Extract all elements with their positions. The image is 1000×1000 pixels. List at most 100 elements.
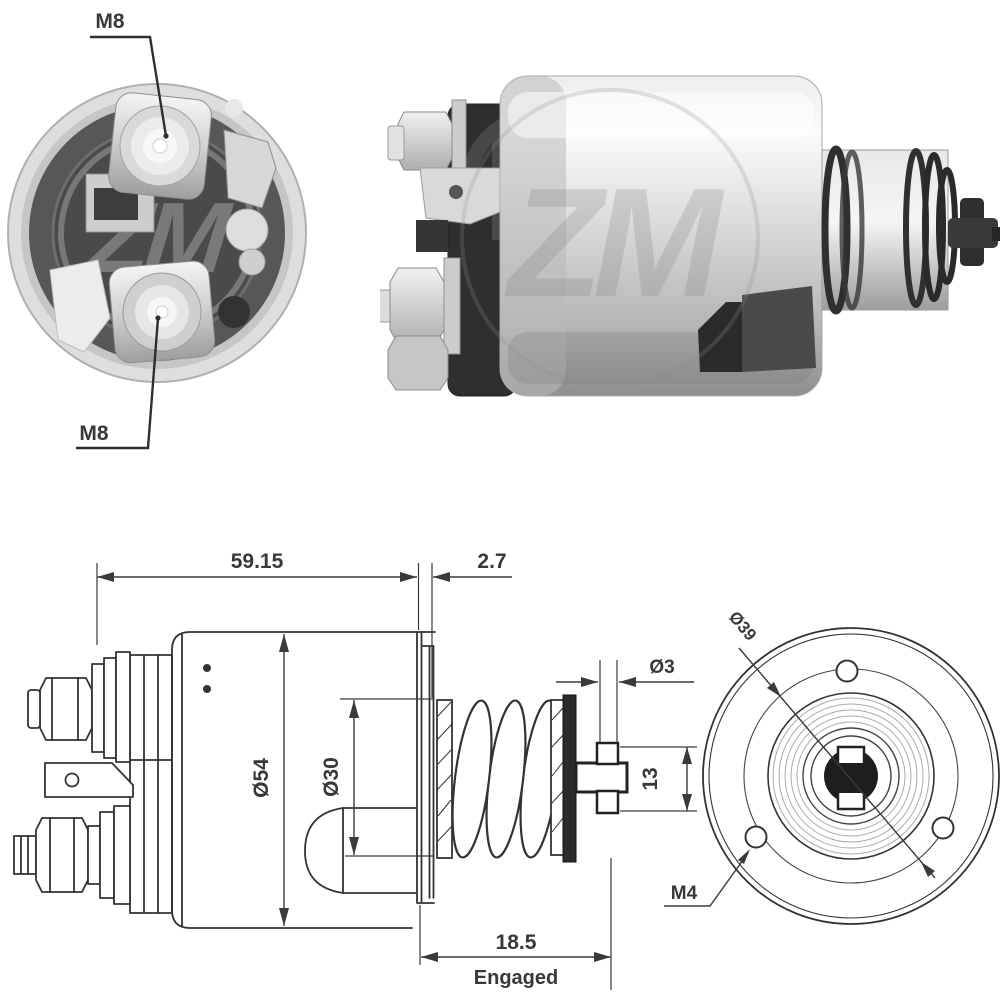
m8-callout-bottom: M8 <box>76 315 161 450</box>
dim-dia30-ext <box>340 698 434 857</box>
dim-18-5-arrow-left <box>421 952 438 962</box>
drawing-pin-bottom <box>595 789 620 815</box>
cap-hardware <box>49 99 277 353</box>
right-stud-small <box>238 248 266 276</box>
end-view-outer-circle2 <box>708 633 994 919</box>
shaft-pin-tip <box>992 227 1000 241</box>
drawing-bottom-shank <box>13 835 37 875</box>
dim-13-arrow-top <box>682 747 692 764</box>
drawing-bottom-threads <box>20 835 29 875</box>
drawing-dot-2 <box>203 685 211 693</box>
drawing-bottom-nut <box>35 817 89 893</box>
zm-watermark-side-text: ZM <box>504 156 725 329</box>
drawing-top-nut-facets <box>51 677 79 741</box>
dim-dia3-arrow-right <box>619 677 636 687</box>
upper-terminal <box>108 92 212 200</box>
dim-13: 13 <box>620 746 697 812</box>
zm-watermark-side-ring <box>460 88 760 388</box>
dim-dia39-label: Ø39 <box>725 608 760 645</box>
drawing-front-rim <box>416 631 435 904</box>
zm-watermark-side: ZM <box>460 88 760 388</box>
spring-front-hatch <box>436 701 453 843</box>
upper-terminal-tip <box>152 138 168 154</box>
dim-dia30-arrow-top <box>349 700 359 718</box>
dim-13-arrow-bottom <box>682 794 692 811</box>
dim-dia30-label: Ø30 <box>320 757 343 797</box>
end-view-knurl <box>772 697 930 855</box>
drawing-top-plate3 <box>115 651 131 763</box>
drawing-body-bottom <box>171 909 413 929</box>
body-left-shade <box>500 76 566 396</box>
dim-dia54-label: Ø54 <box>250 758 273 798</box>
m8-top-label: M8 <box>95 10 124 33</box>
drawing-bottom-plate1 <box>99 811 115 899</box>
bottom-stud-nut <box>389 267 445 345</box>
drawing-bottom-nut-facets <box>49 817 75 893</box>
top-stud-washer <box>387 125 405 161</box>
bottom-stud-shank <box>380 289 391 323</box>
m8-top-leader-end <box>163 133 169 139</box>
drawing-end-plate <box>562 694 577 863</box>
drawing-cap-column <box>129 654 173 914</box>
spring-end-hatch <box>550 707 565 833</box>
dim-59-15: 59.15 <box>96 550 420 645</box>
m8-bottom-leader <box>76 317 160 450</box>
spring-ring-4 <box>922 152 946 302</box>
drawing-bracket-tab <box>44 762 134 798</box>
spring-ring-2 <box>839 149 865 311</box>
drawing-plunger-dome <box>304 807 344 894</box>
end-view-hole-left <box>744 825 768 849</box>
drawing-body <box>171 631 436 929</box>
right-stud <box>225 208 269 252</box>
m4-leader <box>664 852 749 907</box>
m8-top-leader <box>90 35 168 137</box>
end-view-hole-right <box>931 816 955 840</box>
spring-coil-1 <box>451 699 493 859</box>
drawing-shaft <box>562 694 629 863</box>
dark-tab <box>416 220 448 252</box>
dim-dia3-arrow-left <box>581 677 598 687</box>
lower-terminal-tip <box>155 305 169 319</box>
dim-dia3: Ø3 <box>556 657 694 743</box>
m4-leader-arrow <box>738 849 750 864</box>
right-bracket <box>223 129 277 209</box>
drawing-cap-lines <box>129 654 173 914</box>
top-stud-nut <box>397 111 453 171</box>
body-highlight <box>508 92 814 138</box>
rear-cap-lower <box>448 240 508 390</box>
drawing-shaft-rect <box>574 761 629 794</box>
spring-end-bar <box>550 699 565 856</box>
dim-59-15-label: 59.15 <box>231 550 284 573</box>
m4-callout: M4 <box>664 849 750 907</box>
dim-dia39-arrow-bottom <box>921 862 935 877</box>
spring-front-bar <box>436 699 453 859</box>
drawing-side-view: 59.15 2.7 Ø54 Ø30 <box>13 550 697 990</box>
dark-bolt <box>218 296 250 328</box>
lower-left-contact <box>49 259 111 353</box>
end-view-shaft-nut <box>830 763 872 793</box>
dim-18-5: 18.5 Engaged <box>419 858 612 990</box>
dim-dia30-arrow-bottom <box>349 837 359 855</box>
mount-bracket-hole <box>449 185 463 199</box>
lower-terminal <box>108 260 216 364</box>
drawing-pin-top <box>595 741 620 766</box>
m4-label: M4 <box>671 883 698 904</box>
end-view-hole-top <box>835 659 859 683</box>
body-black-wedge <box>698 302 742 372</box>
solenoid-body <box>499 75 823 397</box>
dim-dia3-ext <box>599 660 618 743</box>
drawing-body-top <box>171 631 436 651</box>
dim-dia54-arrow-top <box>279 634 289 652</box>
spring-ring-1 <box>821 145 851 315</box>
dim-2-7-arrow <box>433 572 450 582</box>
dim-dia30: Ø30 <box>320 698 434 857</box>
drawing-spring <box>436 699 565 859</box>
drawing-plunger-lines <box>342 807 418 894</box>
engaged-label: Engaged <box>474 967 558 989</box>
drawing-dot-1 <box>203 664 211 672</box>
dim-59-15-arrow-left <box>97 572 114 582</box>
end-cap-photo: ZM M <box>7 10 307 450</box>
m8-callout-top: M8 <box>90 10 169 139</box>
drawing-top-plate2 <box>103 657 117 759</box>
shaft-pin-horizontal <box>948 218 998 248</box>
